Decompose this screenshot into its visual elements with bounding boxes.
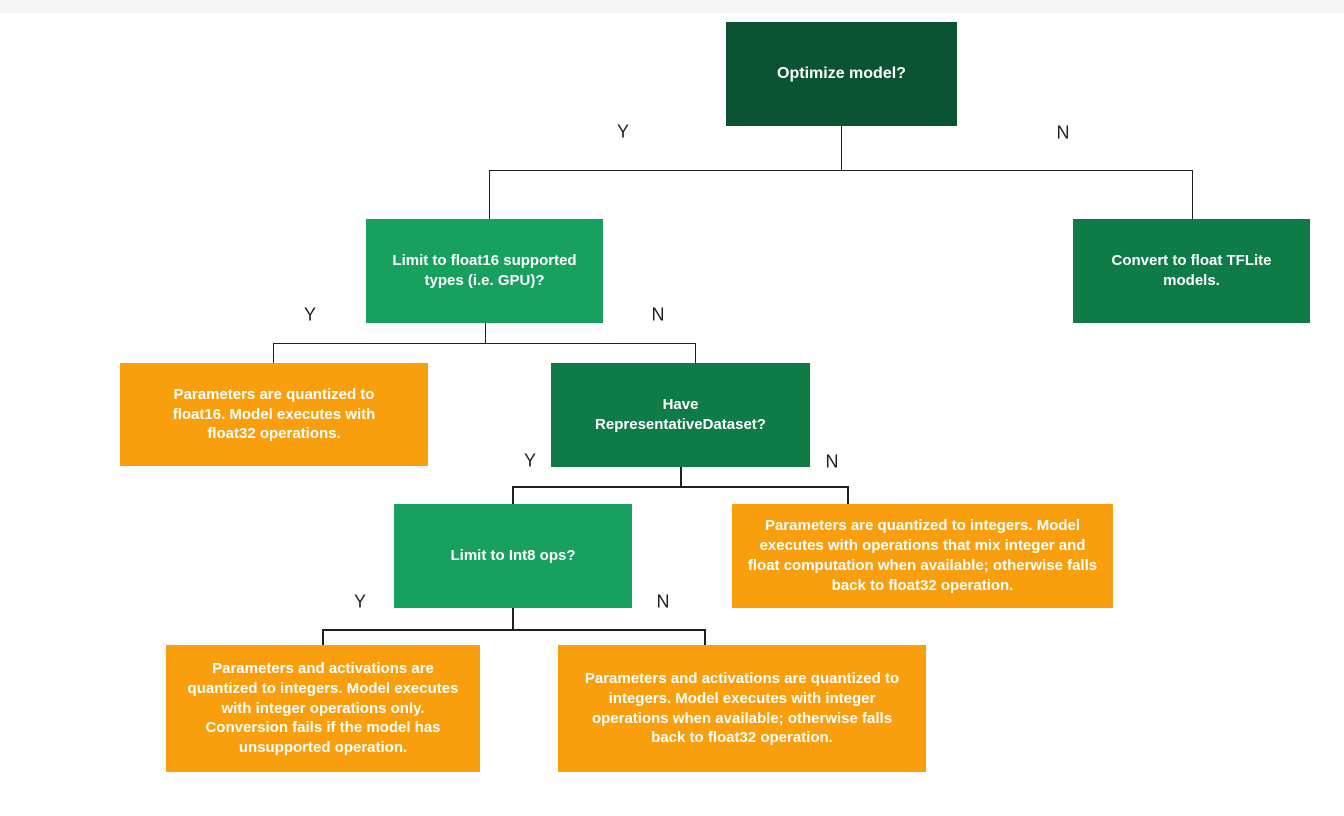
node-limit-int8: Limit to Int8 ops? [394, 504, 632, 608]
node-optimize-model: Optimize model? [726, 22, 957, 126]
node-label: Parameters and activations are quantized… [584, 669, 900, 747]
node-label: Parameters and activations are quantized… [187, 660, 459, 757]
connector-optimize-stem [841, 126, 842, 170]
node-integer-only-result: Parameters and activations are quantized… [166, 645, 480, 772]
branch-label-int8-no: N [656, 591, 670, 612]
connector-optimize-yes-drop [489, 170, 490, 219]
node-integer-mixed-result: Parameters are quantized to integers. Mo… [732, 504, 1113, 608]
branch-label-float16-yes: Y [303, 304, 317, 325]
branch-label-int8-yes: Y [353, 591, 367, 612]
top-strip [0, 0, 1344, 13]
connector-float16-stem [485, 323, 486, 344]
node-label: Optimize model? [777, 65, 906, 83]
connector-float16-yes-drop [273, 343, 274, 364]
node-have-representative-dataset: Have RepresentativeDataset? [551, 363, 810, 467]
connector-dataset-stem [680, 467, 682, 488]
node-float16-result: Parameters are quantized to float16. Mod… [120, 363, 428, 466]
node-limit-float16: Limit to float16 supported types (i.e. G… [366, 219, 603, 323]
node-convert-float-tflite: Convert to float TFLite models. [1073, 219, 1310, 323]
node-label: Convert to float TFLite models. [1111, 252, 1272, 289]
node-label: Limit to Int8 ops? [450, 547, 576, 565]
branch-label-dataset-no: N [825, 451, 839, 472]
connector-dataset-no-drop [847, 486, 849, 505]
branch-label-optimize-no: N [1056, 122, 1070, 143]
connector-int8-no-drop [704, 629, 706, 646]
connector-optimize-no-drop [1192, 170, 1193, 219]
connector-int8-yes-drop [322, 629, 324, 646]
node-label: Parameters are quantized to float16. Mod… [172, 385, 376, 443]
connector-int8-rail [322, 629, 706, 631]
connector-float16-rail [273, 343, 696, 344]
node-label: Have RepresentativeDataset? [595, 396, 766, 433]
branch-label-optimize-yes: Y [616, 121, 630, 142]
connector-optimize-rail [489, 170, 1193, 171]
connector-dataset-yes-drop [512, 486, 514, 505]
connector-int8-stem [512, 608, 514, 631]
node-integer-fallback-result: Parameters and activations are quantized… [558, 645, 926, 772]
branch-label-float16-no: N [651, 304, 665, 325]
node-label: Limit to float16 supported types (i.e. G… [392, 252, 577, 289]
branch-label-dataset-yes: Y [523, 450, 537, 471]
connector-dataset-rail [512, 486, 849, 488]
connector-float16-no-drop [695, 343, 696, 364]
node-label: Parameters are quantized to integers. Mo… [747, 517, 1098, 594]
